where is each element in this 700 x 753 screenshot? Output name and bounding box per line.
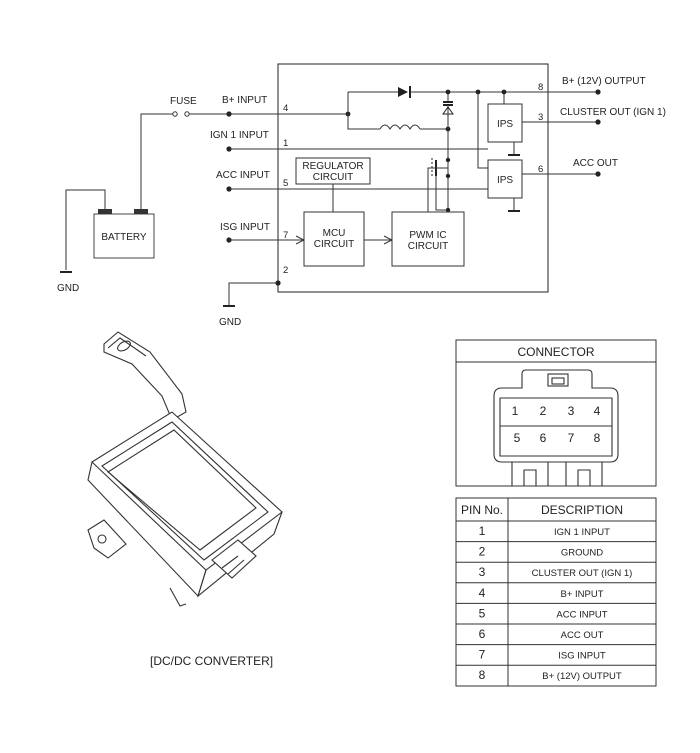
pin-table-pin-cell: 8 (479, 668, 486, 682)
connector-pin-5: 5 (514, 431, 521, 445)
b-plus-output-label: B+ (12V) OUTPUT (562, 76, 646, 87)
connector-pin-4: 4 (594, 404, 601, 418)
fuse-label: FUSE (170, 96, 197, 107)
pwm-label-line2: CIRCUIT (408, 241, 449, 252)
pwm-block (391, 211, 465, 267)
diode-symbol (398, 87, 408, 97)
connector-pin-2: 2 (540, 404, 547, 418)
ips-bottom-label: IPS (497, 175, 513, 186)
pin-table-header-desc: DESCRIPTION (541, 503, 623, 517)
pin-table-desc-cell: IGN 1 INPUT (554, 527, 610, 538)
mcu-label-line1: MCU (323, 228, 346, 239)
connector-pin-6: 6 (540, 431, 547, 445)
fuse-terminal-left (172, 111, 178, 117)
converter-gnd-label: GND (219, 317, 241, 328)
pin-table-pin-cell: 3 (479, 565, 486, 579)
connector-panel: CONNECTOR 1 2 3 4 5 6 7 8 PIN No. DESCRI… (455, 339, 657, 687)
ips-top-label: IPS (497, 119, 513, 130)
pin-table-header-pin: PIN No. (461, 503, 503, 517)
inductor-symbol (379, 124, 421, 130)
pin-table-desc-cell: ACC INPUT (556, 609, 607, 620)
pin-table-desc-cell: B+ (12V) OUTPUT (542, 671, 622, 682)
battery-label: BATTERY (101, 232, 147, 243)
regulator-label-line1: REGULATOR (302, 161, 363, 172)
acc-input-label: ACC INPUT (216, 170, 270, 181)
pin-table-desc-cell: ACC OUT (561, 630, 604, 641)
b-plus-input-label: B+ INPUT (222, 95, 267, 106)
ips-block-top (487, 103, 523, 143)
wiring-schematic: FUSE BATTERY GND B+ INPUT IGN 1 INPUT AC… (57, 63, 666, 328)
pin-table-desc-cell: GROUND (561, 548, 603, 559)
fuse-terminal-right (184, 111, 190, 117)
dc-dc-converter-illustration (87, 331, 283, 607)
ips-block-bottom (487, 159, 523, 199)
ign1-input-label: IGN 1 INPUT (210, 130, 269, 141)
pin-8-number: 8 (538, 82, 543, 93)
pin-table-pin-cell: 4 (479, 586, 486, 600)
pin-2-number: 2 (283, 265, 288, 276)
connector-title: CONNECTOR (517, 345, 594, 359)
mcu-block (303, 211, 365, 267)
pin-1-number: 1 (283, 138, 288, 149)
pin-table-desc-cell: ISG INPUT (558, 651, 606, 662)
connector-pin-3: 3 (568, 404, 575, 418)
cluster-out-label: CLUSTER OUT (IGN 1) (560, 107, 666, 118)
connector-pin-7: 7 (568, 431, 575, 445)
acc-out-label: ACC OUT (573, 158, 618, 169)
pin-table: PIN No. DESCRIPTION 1 IGN 1 INPUT 2 GROUND 3… (455, 497, 657, 687)
component-caption: [DC/DC CONVERTER] (150, 654, 273, 668)
regulator-label-line2: CIRCUIT (313, 172, 354, 183)
mcu-label-line2: CIRCUIT (314, 239, 355, 250)
connector-pin-8: 8 (594, 431, 601, 445)
pin-3-number: 3 (538, 112, 543, 123)
pin-table-pin-cell: 2 (479, 545, 486, 559)
pin-5-number: 5 (283, 178, 288, 189)
converter-box (277, 63, 549, 293)
battery-gnd-label: GND (57, 283, 79, 294)
connector-pin-1: 1 (512, 404, 519, 418)
battery-terminal-neg (98, 209, 112, 214)
pin-table-pin-cell: 6 (479, 627, 486, 641)
pin-table-desc-cell: CLUSTER OUT (IGN 1) (532, 568, 633, 579)
isg-input-label: ISG INPUT (220, 222, 270, 233)
pin-7-number: 7 (283, 230, 288, 241)
pin-table-pin-cell: 1 (479, 524, 486, 538)
pin-table-pin-cell: 7 (479, 648, 486, 662)
pwm-label-line1: PWM IC (409, 230, 446, 241)
pin-4-number: 4 (283, 103, 288, 114)
pin-table-desc-cell: B+ INPUT (560, 589, 603, 600)
battery-terminal-pos (134, 209, 148, 214)
battery-symbol (93, 213, 155, 259)
pin-table-pin-cell: 5 (479, 606, 486, 620)
connector-face (493, 369, 619, 487)
pin-6-number: 6 (538, 164, 543, 175)
